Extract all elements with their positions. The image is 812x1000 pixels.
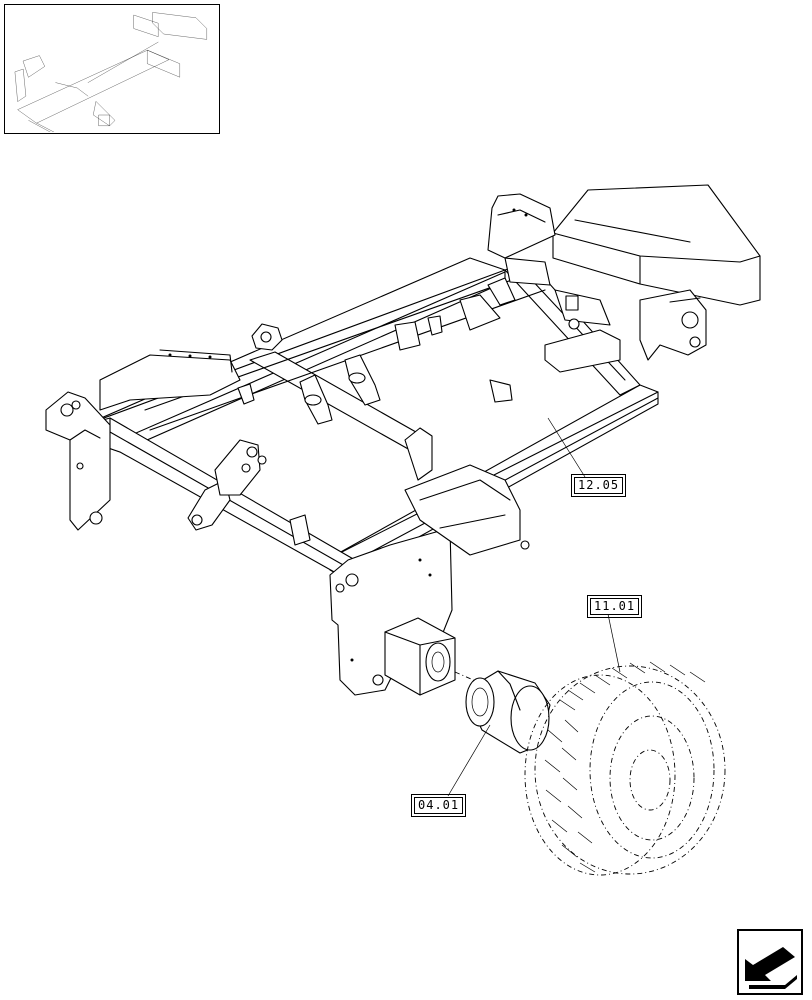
front-center-bracket — [187, 439, 267, 531]
rear-right-bracket — [639, 289, 707, 361]
next-page-button[interactable] — [737, 929, 803, 995]
leader-lines — [447, 417, 621, 797]
callout-wheel-ref[interactable]: 11.01 — [586, 595, 643, 618]
callout-frame-ref[interactable]: 12.05 — [570, 474, 627, 497]
overview-thumbnail-icon — [14, 12, 207, 159]
callout-hub-ref[interactable]: 04.01 — [410, 794, 467, 817]
rear-housing — [487, 184, 761, 306]
wheel-tyre — [524, 661, 726, 876]
front-left-bracket — [45, 349, 241, 531]
overview-thumbnail — [4, 4, 220, 159]
next-page-arrow-icon — [745, 944, 797, 989]
side-housing — [404, 427, 530, 556]
hub-assembly — [454, 670, 551, 754]
rail-brackets — [237, 257, 621, 546]
gearbox-block — [384, 617, 456, 696]
